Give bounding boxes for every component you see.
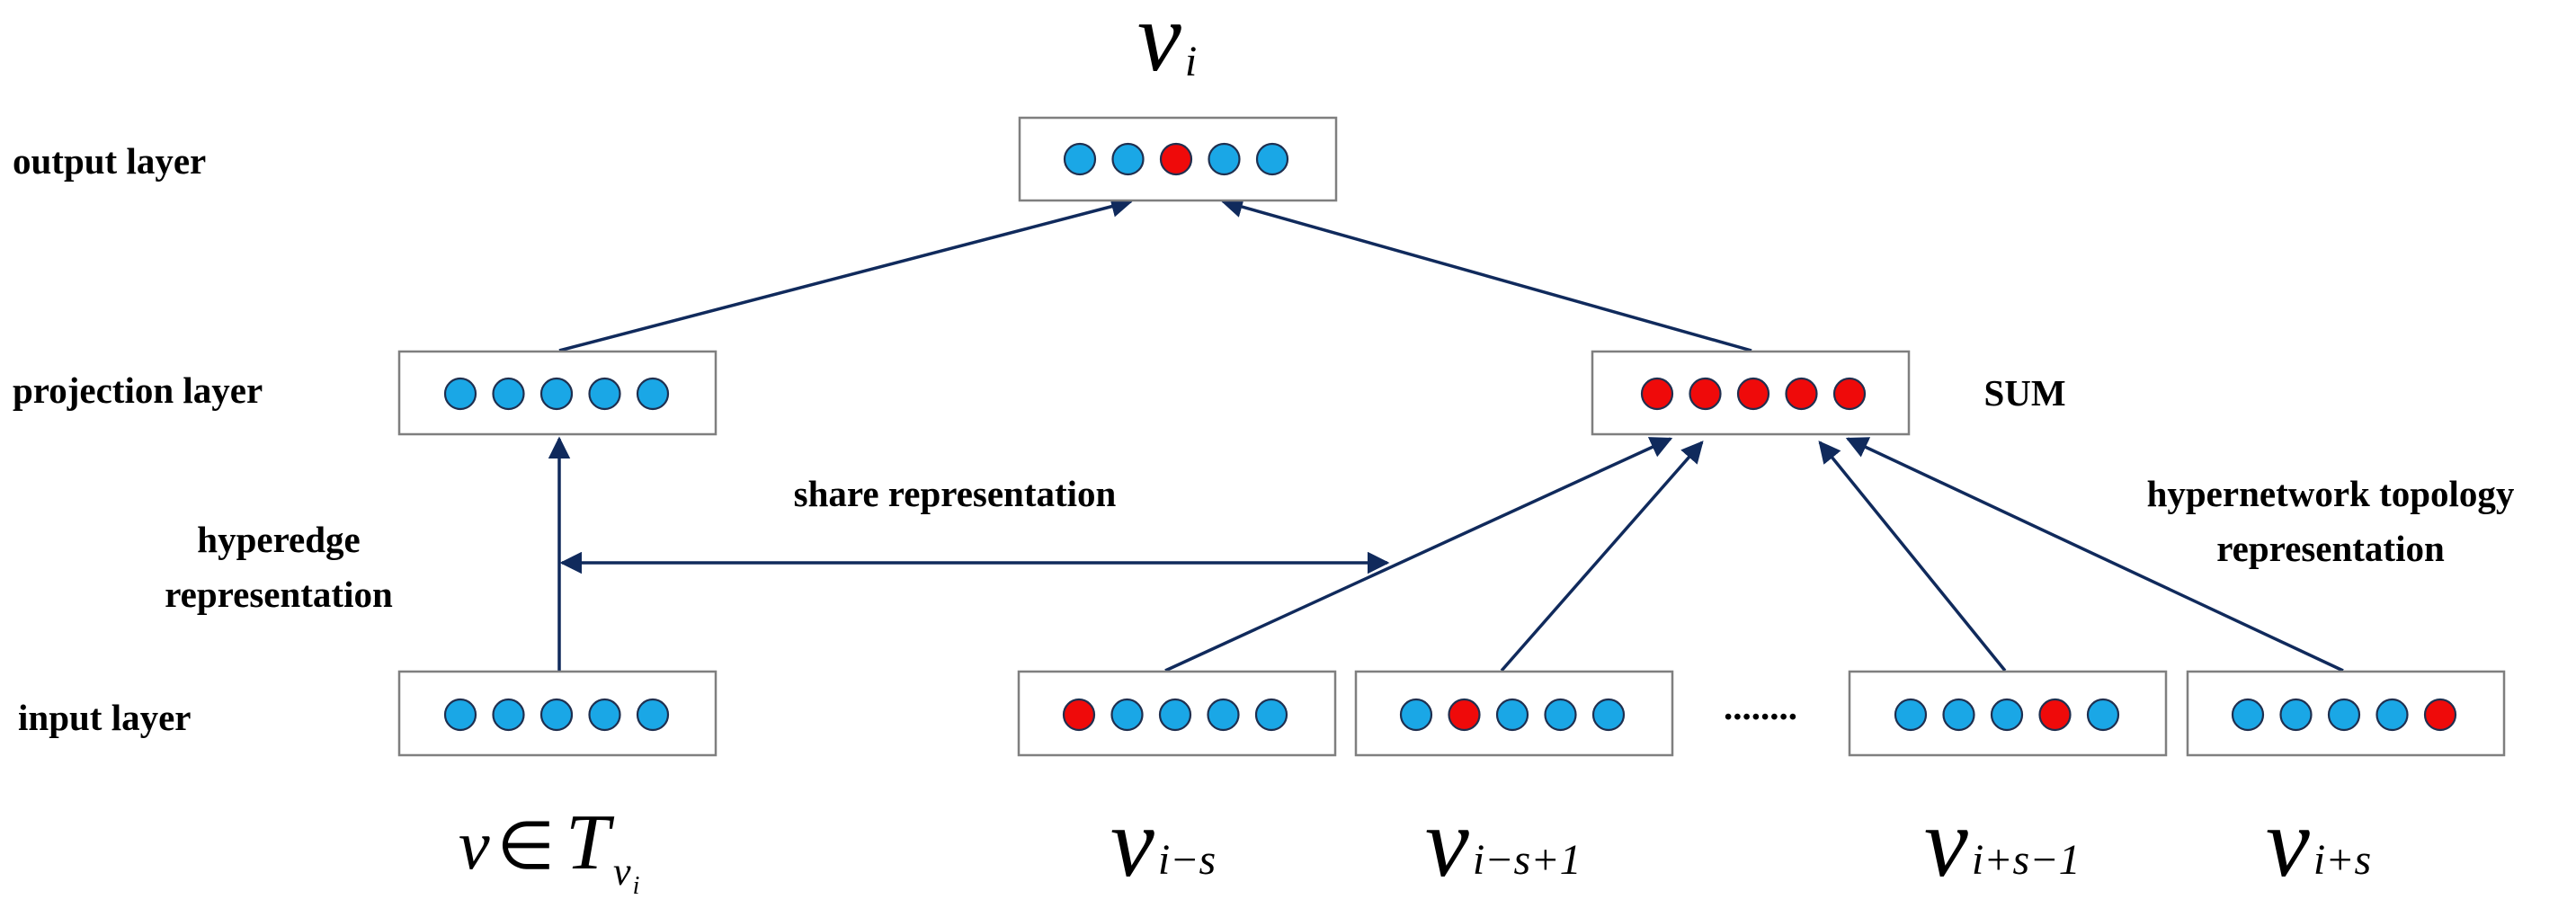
inactive-node — [1990, 698, 2024, 732]
inactive-node — [539, 698, 574, 732]
inactive-node — [1591, 698, 1626, 732]
inactive-node — [636, 698, 670, 732]
edges — [548, 195, 2344, 672]
edge-sum-to-output — [1220, 196, 1752, 352]
edge-ctx-1-to-sum — [1164, 437, 1673, 672]
inactive-node — [2327, 698, 2361, 732]
inactive-node — [443, 698, 477, 732]
inactive-node — [1111, 142, 1145, 176]
active-node — [1159, 142, 1193, 176]
inactive-node — [1207, 698, 1240, 732]
hyperedge-representation-label-line1: hyperedge — [197, 519, 360, 560]
hyperedge-representation-label-line2: representation — [165, 574, 393, 615]
projection-vector — [443, 377, 670, 411]
inactive-node — [588, 698, 621, 732]
input-context-vector-2 — [1399, 698, 1626, 732]
edge-projection-to-output-left — [558, 195, 1134, 352]
active-node — [1785, 377, 1818, 411]
edge-ctx-4-to-sum — [1845, 437, 2344, 672]
inactive-node — [492, 377, 525, 411]
inactive-node — [1399, 698, 1433, 732]
hyperedge-member-symbol: v∈Tvi — [459, 799, 639, 900]
inactive-node — [1544, 698, 1577, 732]
projection-layer-label: projection layer — [13, 369, 263, 411]
active-node — [1689, 377, 1722, 411]
inactive-node — [2375, 698, 2409, 732]
sum-label: SUM — [1983, 372, 2065, 414]
inactive-node — [1254, 698, 1288, 732]
sum-vector — [1640, 377, 1867, 411]
output-symbol: vi — [1137, 0, 1197, 92]
edge-ctx-3-to-sum — [1818, 441, 2007, 672]
inactive-node — [2231, 698, 2265, 732]
topology-representation-label-line1: hypernetwork topology — [2147, 473, 2515, 514]
inactive-node — [1110, 698, 1144, 732]
active-node — [1832, 377, 1867, 411]
inactive-node — [443, 377, 477, 411]
topology-representation-label-line2: representation — [2216, 528, 2445, 569]
context-symbol-1: vi−s — [1110, 788, 1216, 897]
active-node — [2423, 698, 2457, 732]
edge-ctx-2-to-sum — [1500, 441, 1704, 672]
inactive-node — [539, 377, 574, 411]
inactive-node — [1158, 698, 1192, 732]
inactive-node — [2279, 698, 2313, 732]
input-hyperedge-vector — [443, 698, 670, 732]
active-node — [1448, 698, 1481, 732]
output-vector — [1063, 142, 1289, 176]
share-representation-label: share representation — [794, 473, 1117, 514]
active-node — [1062, 698, 1096, 732]
inactive-node — [492, 698, 525, 732]
context-symbol-2: vi−s+1 — [1425, 788, 1582, 897]
input-context-vector-1 — [1062, 698, 1288, 732]
active-node — [2038, 698, 2072, 732]
inactive-node — [1255, 142, 1289, 176]
input-context-vector-4 — [2231, 698, 2457, 732]
input-context-vector-3 — [1894, 698, 2120, 732]
inactive-node — [1208, 142, 1241, 176]
active-node — [1736, 377, 1770, 411]
inactive-node — [636, 377, 670, 411]
input-layer-label: input layer — [18, 697, 192, 738]
context-symbol-4: vi+s — [2266, 788, 2371, 897]
inactive-node — [1942, 698, 1975, 732]
output-layer-label: output layer — [13, 140, 206, 182]
inactive-node — [2086, 698, 2120, 732]
active-node — [1640, 377, 1674, 411]
context-symbol-3: vi+s−1 — [1924, 788, 2081, 897]
inactive-node — [1063, 142, 1097, 176]
ellipsis: ........ — [1724, 686, 1797, 727]
inactive-node — [588, 377, 621, 411]
inactive-node — [1894, 698, 1928, 732]
inactive-node — [1495, 698, 1529, 732]
